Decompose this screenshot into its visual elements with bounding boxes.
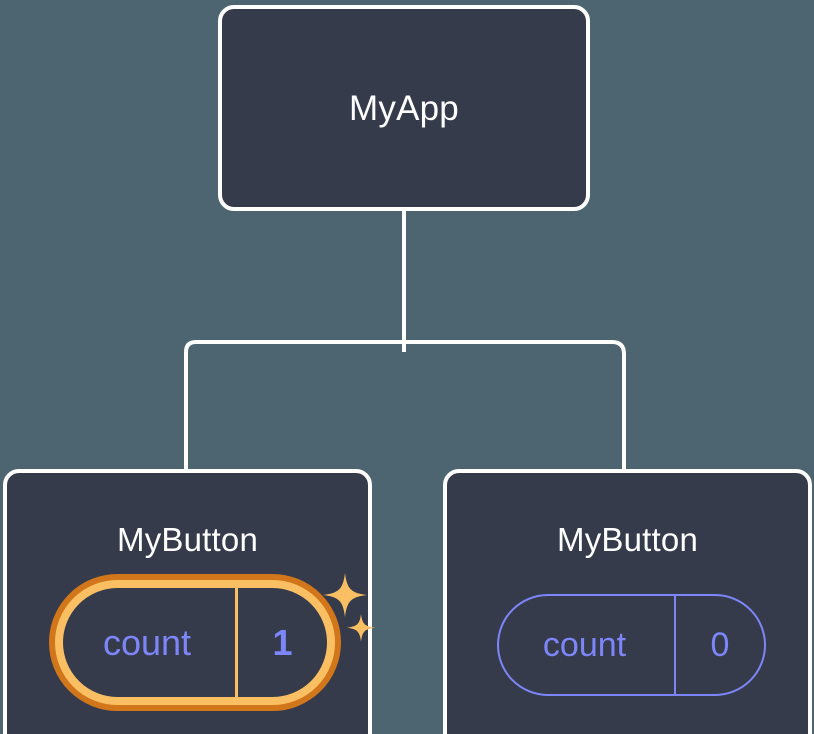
state-pill-divider: [235, 588, 238, 697]
state-pill-glow-ring: [49, 574, 341, 711]
component-node-mybutton-right[interactable]: MyButton count 0: [443, 469, 812, 734]
component-node-title: MyApp: [349, 89, 459, 128]
state-key-label: count: [102, 621, 192, 663]
state-value-label: 0: [710, 625, 730, 664]
sparkle-small-icon: [347, 614, 375, 642]
component-node-mybutton-left[interactable]: MyButton count 1: [3, 469, 375, 734]
state-key-label: count: [542, 625, 627, 664]
state-pill-plain[interactable]: count 0: [497, 594, 766, 696]
component-node-title: MyButton: [117, 521, 258, 558]
state-pill-body: count 1: [55, 580, 335, 705]
state-pill-highlighted[interactable]: count 1: [49, 574, 341, 711]
component-node-myapp[interactable]: MyApp: [218, 5, 590, 211]
state-value-label: 1: [272, 621, 293, 663]
state-pill-divider: [674, 596, 676, 694]
component-node-title: MyButton: [557, 521, 698, 558]
connector-branch-bar: [184, 340, 626, 470]
